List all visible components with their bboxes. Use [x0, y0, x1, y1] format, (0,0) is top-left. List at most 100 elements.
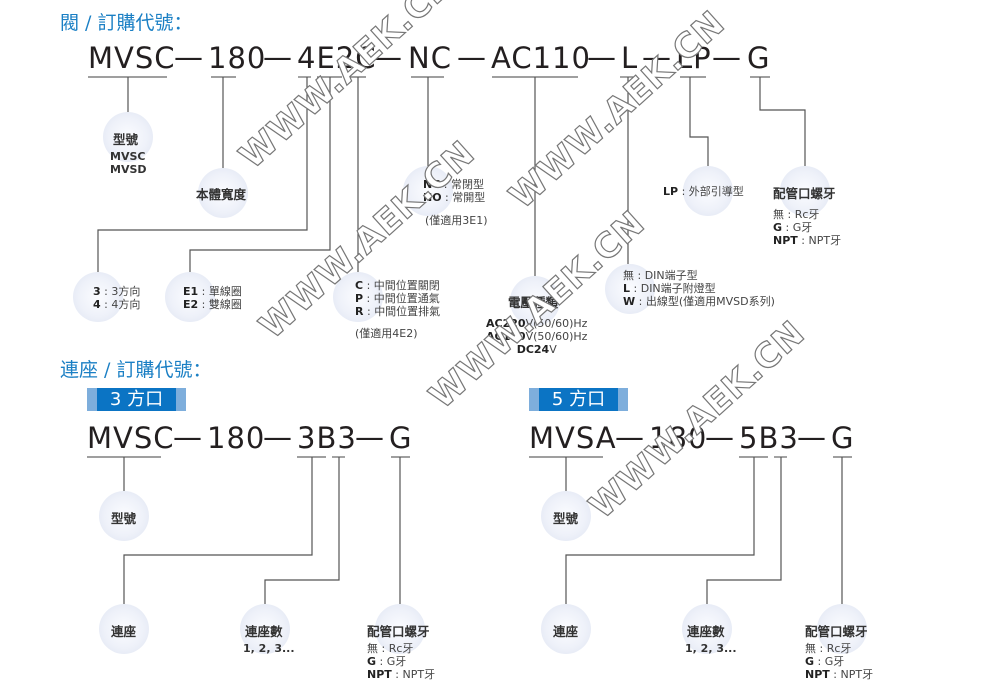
option-value: V(50/60)Hz: [525, 317, 588, 330]
code-pilot: LP: [676, 41, 712, 75]
badge-3-port: 3 方口: [87, 388, 186, 411]
direction-circle: [73, 272, 123, 322]
base-thread-label: 配管口螺牙: [805, 624, 868, 639]
code-dash: —: [173, 420, 203, 454]
option-key: G: [367, 655, 377, 668]
base-model-label: 型號: [111, 511, 137, 526]
center-position-options: C : 中間位置關閉 P : 中間位置通氣 R : 中間位置排氣: [355, 279, 441, 318]
base-code-stations: 3B3: [297, 421, 357, 455]
code-voltage: AC110: [491, 41, 591, 75]
option-key: NPT: [367, 668, 392, 681]
code-dash: —: [705, 420, 735, 454]
code-model: MVSC: [88, 41, 176, 75]
count-values: 1, 2, 3...: [243, 642, 295, 655]
badge-label: 3 方口: [97, 388, 176, 411]
code-normal: NC: [408, 41, 452, 75]
voltage-label: 電壓種類: [508, 295, 559, 310]
option-key: 無: [623, 269, 634, 282]
option-value: Rc牙: [388, 642, 414, 655]
option-key: AC220: [486, 317, 526, 330]
option-key: P: [355, 292, 364, 305]
center-position-note: (僅適用4E2): [355, 327, 418, 340]
option-key: L: [623, 282, 631, 295]
option-value: 中間位置排氣: [374, 305, 441, 318]
normal-circle: [403, 166, 453, 216]
base-code-thread: G: [389, 421, 413, 455]
coil-options: E1 : 單線圈 E2 : 雙線圈: [183, 285, 242, 311]
badge-5-port: 5 方口: [529, 388, 628, 411]
option-value: V: [549, 343, 557, 356]
option-value: 單線圈: [208, 285, 242, 298]
option-key: 無: [805, 642, 816, 655]
option-key: 無: [367, 642, 378, 655]
base-section-title: 連座 / 訂購代號：: [60, 359, 212, 381]
option-key: G: [773, 221, 783, 234]
model-option: MVSD: [110, 163, 147, 176]
base-code-model: MVSC: [87, 421, 175, 455]
base-model-circle: [541, 491, 591, 541]
voltage-options: AC220V(50/60)Hz AC110V(50/60)Hz DC24V: [486, 317, 587, 356]
code-connector: L: [621, 41, 639, 75]
base-circle: [99, 604, 149, 654]
option-value: V(50/60)Hz: [525, 330, 588, 343]
option-key: E1: [183, 285, 199, 298]
code-dash: —: [263, 40, 293, 74]
base-code-stations: 5B3: [739, 421, 799, 455]
connector-circle: [605, 264, 655, 314]
pilot-circle: [683, 166, 733, 216]
option-value: 中間位置通氣: [373, 292, 440, 305]
code-dash: —: [457, 40, 487, 74]
valve-section-title: 閥 / 訂購代號：: [60, 12, 193, 34]
badge-label: 5 方口: [539, 388, 618, 411]
base-thread-options: 無 : Rc牙 G : G牙 NPT : NPT牙: [805, 642, 874, 681]
code-dash: —: [373, 40, 403, 74]
option-key: E2: [183, 298, 199, 311]
option-value: 常閉型: [450, 178, 484, 191]
code-width: 180: [208, 41, 267, 75]
model-circle: [103, 112, 153, 162]
base-circle: [541, 604, 591, 654]
normal-note: (僅適用3E1): [425, 214, 488, 227]
option-value: NPT牙: [402, 668, 436, 681]
option-key: NPT: [773, 234, 798, 247]
thread-label: 配管口螺牙: [773, 186, 836, 201]
base-thread-circle: [817, 604, 867, 654]
base-code-width: 180: [207, 421, 266, 455]
direction-options: 3 : 3方向 4 : 4方向: [93, 285, 141, 311]
option-key: NPT: [805, 668, 830, 681]
connector-options: 無 : DIN端子型 L : DIN端子附燈型 W : 出線型(僅適用MVSD系…: [623, 269, 775, 308]
code-ports: 4E2C: [297, 41, 377, 75]
option-value: 4方向: [111, 298, 141, 311]
code-dash: —: [615, 420, 645, 454]
base-thread-options: 無 : Rc牙 G : G牙 NPT : NPT牙: [367, 642, 436, 681]
base-label: 連座: [111, 624, 137, 639]
option-value: G牙: [824, 655, 845, 668]
option-value: Rc牙: [794, 208, 820, 221]
option-key: 3: [93, 285, 101, 298]
thread-options: 無 : Rc牙 G : G牙 NPT : NPT牙: [773, 208, 842, 247]
pilot-option: LP : 外部引導型: [663, 185, 744, 198]
option-value: G牙: [792, 221, 813, 234]
option-value: DIN端子型: [644, 269, 698, 282]
option-value: 中間位置關閉: [373, 279, 440, 292]
option-key: 無: [773, 208, 784, 221]
width-circle: [198, 168, 248, 218]
code-dash: —: [174, 40, 204, 74]
option-key: G: [805, 655, 815, 668]
option-key: NC: [423, 178, 441, 191]
option-value: 常開型: [452, 191, 486, 204]
option-key: R: [355, 305, 364, 318]
code-dash: —: [642, 40, 672, 74]
base-thread-circle: [375, 604, 425, 654]
option-value: NPT牙: [808, 234, 842, 247]
option-value: 3方向: [111, 285, 141, 298]
option-value: DIN端子附燈型: [640, 282, 716, 295]
base-code-width: 180: [649, 421, 708, 455]
base-code-model: MVSA: [529, 421, 617, 455]
option-key: C: [355, 279, 364, 292]
base-model-circle: [99, 491, 149, 541]
option-key: W: [623, 295, 636, 308]
